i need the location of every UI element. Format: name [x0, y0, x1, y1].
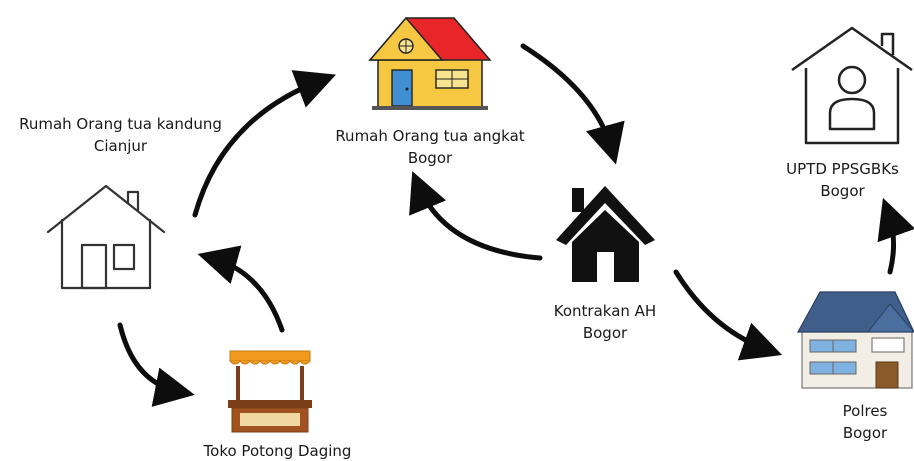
label-polres-line2: Bogor — [842, 424, 888, 442]
label-upt-line2: Bogor — [820, 182, 865, 200]
label-rumah-kandung-line2: Cianjur — [93, 137, 148, 155]
label-polres-line1: Polres — [842, 402, 888, 420]
market-stall-icon — [228, 350, 312, 433]
label-upt: UPTD PPSGBKs Bogor — [775, 158, 910, 202]
arrow-toko-to-kandung — [197, 245, 285, 333]
police-building-icon — [796, 291, 914, 389]
arrow-kandung-to-angkat — [192, 70, 337, 218]
label-polres: Polres Bogor — [820, 400, 910, 444]
colored-house-icon — [368, 16, 492, 110]
label-toko-line1: Toko Potong Daging — [203, 442, 352, 460]
label-rumah-angkat-line2: Bogor — [407, 149, 453, 167]
label-upt-line1: UPTD PPSGBKs — [786, 160, 899, 178]
arrow-polres-to-upt — [877, 197, 914, 275]
flow-arrows — [117, 43, 914, 407]
label-rumah-angkat-line1: Rumah Orang tua angkat — [335, 127, 525, 145]
sketch-house-icon — [46, 184, 166, 290]
arrow-kandung-to-toko — [117, 322, 195, 407]
label-rumah-kandung: Rumah Orang tua kandung Cianjur — [8, 113, 233, 157]
label-kontrakan: Kontrakan AH Bogor — [530, 300, 680, 344]
black-house-icon — [556, 186, 655, 282]
arrow-kontrakan-to-polres — [673, 269, 783, 361]
arrow-angkat-to-kontrakan — [520, 43, 625, 165]
person-in-house-icon — [791, 26, 913, 145]
label-kontrakan-line2: Bogor — [582, 324, 628, 342]
label-toko: Toko Potong Daging — [185, 440, 370, 461]
label-rumah-angkat: Rumah Orang tua angkat Bogor — [320, 125, 540, 169]
label-rumah-kandung-line1: Rumah Orang tua kandung — [19, 115, 222, 133]
label-kontrakan-line1: Kontrakan AH — [553, 302, 657, 320]
arrow-kontrakan-to-angkat — [409, 171, 543, 261]
